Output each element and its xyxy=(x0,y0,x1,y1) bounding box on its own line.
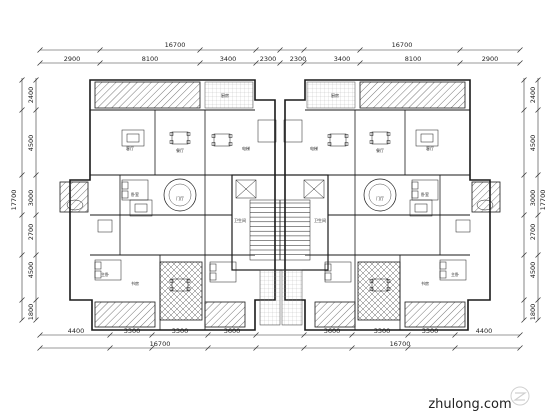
right-segment-label-0: 2400 xyxy=(529,87,537,104)
bottom-segment-label-5: 3300 xyxy=(374,327,391,335)
room-label-16: 门厅 xyxy=(376,195,384,201)
foyer-circles xyxy=(163,178,397,212)
bottom-segment-labels: 4400 3300 3300 3600 3600 3300 3300 4400 xyxy=(68,327,493,335)
left-segment-label-2: 3000 xyxy=(27,190,35,207)
top-segment-label-2: 3400 xyxy=(220,55,237,63)
bottom-segment-label-3: 3600 xyxy=(224,327,241,335)
bottom-segment-label-0: 4400 xyxy=(68,327,85,335)
top-segment-labels: 2900 8100 3400 2300 2300 3400 8100 2900 xyxy=(64,55,499,63)
bottom-segment-label-1: 3300 xyxy=(124,327,141,335)
dimension-ticks xyxy=(19,47,541,351)
top-total-right: 16700 xyxy=(392,41,413,49)
right-total: 17700 xyxy=(539,190,547,211)
left-segment-label-4: 4500 xyxy=(27,262,35,279)
room-label-7: 门厅 xyxy=(176,195,184,201)
left-segment-labels: 2400 4500 3000 2700 4500 1800 xyxy=(27,87,35,321)
left-total: 17700 xyxy=(10,190,18,211)
room-label-15: 书房 xyxy=(421,280,429,286)
watermark-logo xyxy=(510,386,530,406)
left-segment-label-0: 2400 xyxy=(27,87,35,104)
top-segment-label-6: 8100 xyxy=(405,55,422,63)
room-label-3: 主卧 xyxy=(101,271,109,277)
room-label-14: 卫生间 xyxy=(314,217,326,223)
room-label-9: 客厅 xyxy=(426,145,434,151)
left-segment-label-3: 2700 xyxy=(27,224,35,241)
room-label-11: 卧室 xyxy=(421,191,429,197)
dimension-lines xyxy=(21,49,539,349)
left-segment-label-1: 4500 xyxy=(27,135,35,152)
right-segment-label-3: 2700 xyxy=(529,224,537,241)
balconies xyxy=(59,81,501,328)
top-segment-label-1: 8100 xyxy=(142,55,159,63)
room-label-6: 书房 xyxy=(131,280,139,286)
left-segment-label-5: 1800 xyxy=(27,304,35,321)
furniture xyxy=(66,129,494,292)
room-label-2: 卧室 xyxy=(131,191,139,197)
room-label-5: 卫生间 xyxy=(234,217,246,223)
right-segment-label-4: 4500 xyxy=(529,262,537,279)
room-label-10: 餐厅 xyxy=(376,147,384,153)
right-segment-label-5: 1800 xyxy=(529,304,537,321)
bottom-segment-label-4: 3600 xyxy=(324,327,341,335)
bottom-total-right: 16700 xyxy=(390,340,411,348)
watermark-text: zhulong.com xyxy=(428,397,511,412)
bottom-segment-label-2: 3300 xyxy=(172,327,189,335)
top-segment-label-4: 2300 xyxy=(290,55,307,63)
room-label-13: 厨房 xyxy=(331,92,339,98)
top-segment-label-7: 2900 xyxy=(482,55,499,63)
right-segment-label-1: 4500 xyxy=(529,135,537,152)
room-label-12: 主卧 xyxy=(451,271,459,277)
right-segment-labels: 2400 4500 3000 2700 4500 1800 xyxy=(529,87,537,321)
room-label-4: 厨房 xyxy=(221,92,229,98)
room-label-1: 餐厅 xyxy=(176,147,184,153)
right-segment-label-2: 3000 xyxy=(529,190,537,207)
top-total-left: 16700 xyxy=(165,41,186,49)
top-segment-label-5: 3400 xyxy=(334,55,351,63)
tiled-areas xyxy=(204,81,356,326)
top-segment-label-3: 2300 xyxy=(260,55,277,63)
room-label-17: 电梯 xyxy=(310,145,318,151)
bottom-total-left: 16700 xyxy=(150,340,171,348)
room-label-8: 电梯 xyxy=(242,145,250,151)
bottom-segment-label-6: 3300 xyxy=(422,327,439,335)
stair-core xyxy=(235,119,325,261)
room-label-0: 客厅 xyxy=(126,145,134,151)
top-segment-label-0: 2900 xyxy=(64,55,81,63)
bottom-segment-label-7: 4400 xyxy=(476,327,493,335)
